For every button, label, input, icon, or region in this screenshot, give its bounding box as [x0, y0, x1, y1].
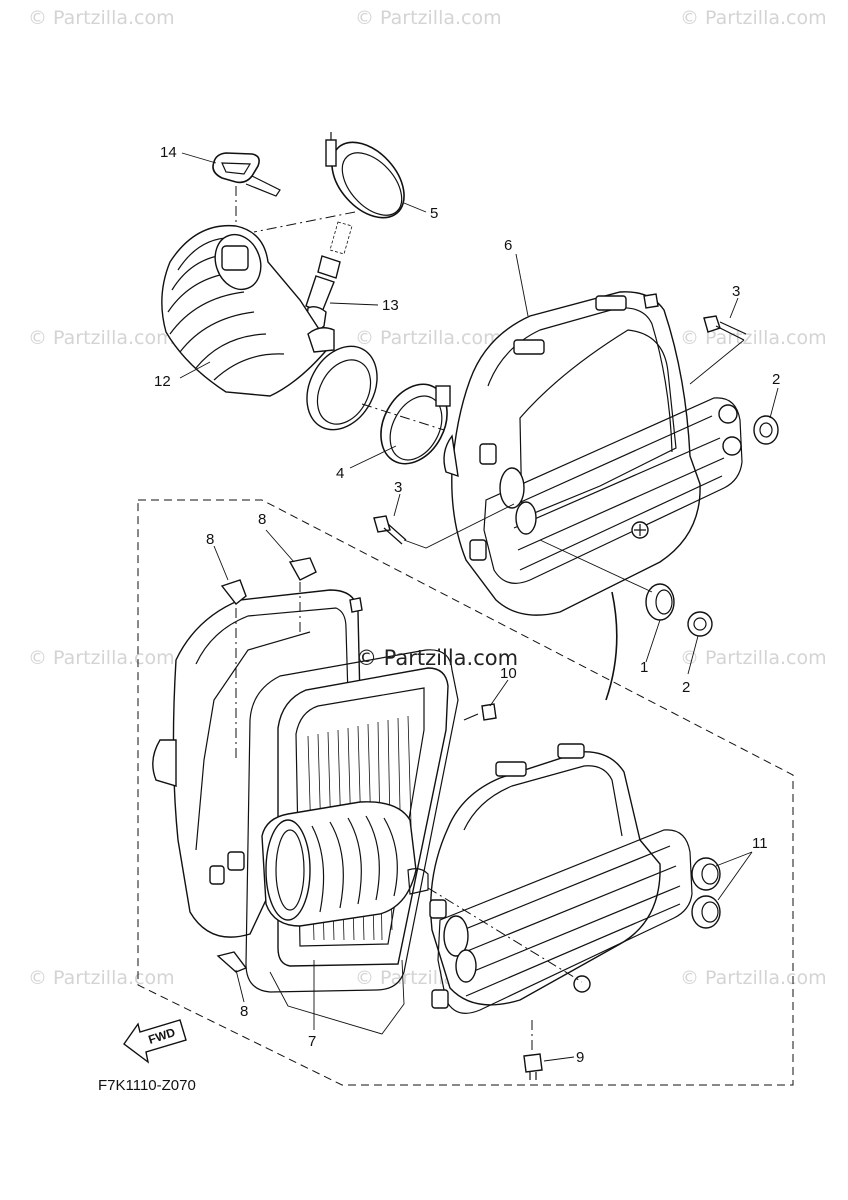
breather-pipe [605, 591, 618, 701]
lower-air-cleaner-case[interactable] [152, 589, 363, 938]
watermark: © Partzilla.com [680, 7, 827, 29]
assembly-boundary [137, 499, 794, 1086]
part-8-clip-a[interactable] [220, 579, 247, 605]
drawing-code: F7K1110-Z070 [98, 1077, 196, 1094]
watermarks: © Partzilla.com © Partzilla.com © Partzi… [28, 7, 827, 989]
callout-numbers: 14 5 13 12 6 3 2 4 3 8 8 10 1 2 11 8 7 9 [154, 144, 780, 1066]
callout-7: 7 [308, 1033, 316, 1050]
callout-8-c: 8 [240, 1003, 248, 1020]
forward-direction-arrow: FWD [123, 1019, 187, 1064]
watermark: © Partzilla.com [28, 7, 175, 29]
callout-8-a: 8 [206, 531, 214, 548]
center-watermark: © Partzilla.com [356, 646, 518, 670]
part-2-collar-upper[interactable] [753, 415, 779, 445]
callout-5: 5 [430, 205, 438, 222]
part-3-screw-left[interactable] [373, 503, 515, 549]
callout-1: 1 [640, 659, 648, 676]
callout-4: 4 [336, 465, 344, 482]
part-7-element-assembly[interactable] [245, 649, 459, 1035]
watermark: © Partzilla.com [355, 7, 502, 29]
part-8-clip-b[interactable] [288, 557, 317, 581]
part-14-tie-band[interactable] [212, 152, 281, 250]
callout-3-upper: 3 [732, 283, 740, 300]
watermark: © Partzilla.com [355, 327, 502, 349]
watermark: © Partzilla.com [680, 967, 827, 989]
part-5-band-clamp[interactable] [253, 129, 418, 233]
callout-2-upper: 2 [772, 371, 780, 388]
leader-lines [179, 152, 779, 1062]
callout-11: 11 [752, 835, 768, 852]
watermark: © Partzilla.com [28, 967, 175, 989]
part-8-clip-c[interactable] [216, 951, 248, 973]
callout-14: 14 [160, 144, 177, 161]
part-12-intake-joint[interactable] [161, 224, 391, 442]
watermark: © Partzilla.com [680, 327, 827, 349]
part-11-grommets[interactable] [691, 851, 753, 929]
part-9-drain-plug[interactable] [523, 1020, 543, 1080]
callout-12: 12 [154, 373, 171, 390]
watermark: © Partzilla.com [28, 327, 175, 349]
callout-8-b: 8 [258, 511, 266, 528]
callout-6: 6 [504, 237, 512, 254]
part-3-screw-upper[interactable] [689, 315, 747, 385]
callout-10: 10 [500, 665, 517, 682]
part-6-air-cleaner-case[interactable] [443, 291, 743, 616]
part-10-screw[interactable] [463, 703, 497, 721]
watermark: © Partzilla.com [28, 647, 175, 669]
part-4-hose-clamp[interactable] [361, 373, 460, 475]
callout-2-lower: 2 [682, 679, 690, 696]
part-2-collar-lower[interactable] [687, 611, 713, 637]
part-13-breather-hose[interactable] [305, 221, 353, 331]
callout-13: 13 [382, 297, 399, 314]
watermark: © Partzilla.com [680, 647, 827, 669]
lower-air-cleaner-cap[interactable] [407, 743, 693, 1014]
callout-3-left: 3 [394, 479, 402, 496]
callout-9: 9 [576, 1049, 584, 1066]
